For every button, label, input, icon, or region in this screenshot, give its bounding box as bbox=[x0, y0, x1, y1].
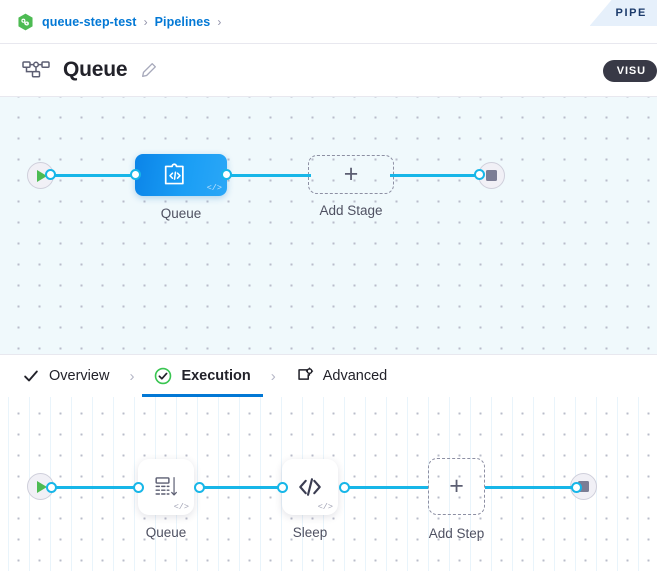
sleep-step-output-port[interactable] bbox=[339, 482, 350, 493]
check-circle-green-icon bbox=[155, 367, 172, 385]
step-node-label: Sleep bbox=[292, 525, 328, 540]
add-step-node[interactable]: + Add Step bbox=[428, 458, 485, 541]
breadcrumb-separator-1: › bbox=[143, 14, 148, 29]
edge-start-to-queue-step bbox=[51, 486, 138, 489]
add-stage-label: Add Stage bbox=[319, 203, 383, 218]
step-node-label: Queue bbox=[145, 525, 187, 540]
sleep-step-input-port[interactable] bbox=[277, 482, 288, 493]
edge-queue-to-addstage bbox=[226, 174, 311, 177]
step-node-sleep[interactable]: </> Sleep bbox=[282, 459, 338, 540]
add-stage-box[interactable]: + bbox=[308, 155, 394, 194]
step-code-badge: </> bbox=[173, 502, 189, 512]
step-code-badge: </> bbox=[317, 502, 333, 512]
breadcrumb-separator-2: › bbox=[217, 14, 222, 29]
tab-overview[interactable]: Overview bbox=[22, 355, 109, 397]
code-icon bbox=[299, 478, 321, 496]
plus-icon: + bbox=[343, 160, 359, 188]
pencil-edit-icon[interactable] bbox=[141, 62, 157, 78]
tab-separator-1: › bbox=[129, 367, 135, 385]
step-graph-canvas[interactable]: </> Queue </> Sleep + Add Step bbox=[0, 397, 657, 571]
queue-step-output-port[interactable] bbox=[194, 482, 205, 493]
visual-button-label: VISU bbox=[616, 65, 646, 77]
visual-yaml-toggle-button[interactable]: VISU bbox=[602, 60, 657, 82]
step-start-output-port[interactable] bbox=[46, 482, 57, 493]
plus-icon: + bbox=[449, 472, 464, 500]
add-stage-node[interactable]: + Add Stage bbox=[308, 155, 394, 218]
edge-addstep-to-end bbox=[485, 486, 575, 489]
breadcrumb-link-pipelines[interactable]: Pipelines bbox=[154, 14, 211, 29]
tab-execution-label: Execution bbox=[181, 368, 251, 384]
queue-icon bbox=[154, 476, 177, 496]
add-step-label: Add Step bbox=[428, 526, 485, 541]
pipeline-graph-icon bbox=[22, 61, 50, 78]
edge-sleep-to-addstep bbox=[343, 486, 428, 489]
stage-node-queue[interactable]: </> Queue bbox=[135, 154, 227, 221]
queue-stage-output-port[interactable] bbox=[221, 169, 232, 180]
add-step-box[interactable]: + bbox=[428, 458, 485, 515]
check-icon bbox=[24, 370, 38, 382]
step-node-body[interactable]: </> bbox=[282, 459, 338, 515]
edge-start-to-queue bbox=[51, 174, 138, 177]
stop-icon bbox=[486, 170, 497, 181]
page-title: Queue bbox=[63, 58, 128, 81]
step-end-input-port[interactable] bbox=[571, 482, 582, 493]
harness-hexagon-logo-icon bbox=[18, 13, 33, 30]
edge-queue-to-sleep-step bbox=[198, 486, 282, 489]
edge-addstage-to-end bbox=[390, 174, 482, 177]
pipeline-studio-tab-label: PIPE bbox=[615, 7, 647, 19]
play-icon bbox=[37, 480, 47, 493]
play-icon bbox=[37, 169, 47, 182]
end-node-input-port[interactable] bbox=[474, 169, 485, 180]
step-node-body[interactable]: </> bbox=[138, 459, 194, 515]
stage-node-label: Queue bbox=[160, 206, 202, 221]
stage-puzzle-code-icon bbox=[164, 163, 184, 185]
step-config-tabs: Overview › Execution › Advanced bbox=[0, 354, 657, 397]
stage-graph-canvas[interactable]: </> Queue + Add Stage bbox=[0, 97, 657, 354]
tab-overview-label: Overview bbox=[49, 368, 110, 384]
stop-icon bbox=[578, 481, 589, 492]
breadcrumb-link-project[interactable]: queue-step-test bbox=[42, 14, 137, 29]
step-node-queue[interactable]: </> Queue bbox=[138, 459, 194, 540]
breadcrumb-bar: queue-step-test › Pipelines › bbox=[0, 0, 657, 44]
tab-advanced-label: Advanced bbox=[322, 368, 388, 384]
tab-separator-2: › bbox=[270, 367, 276, 385]
queue-step-input-port[interactable] bbox=[133, 482, 144, 493]
pipeline-studio-tab[interactable]: PIPE bbox=[589, 0, 657, 26]
stage-node-body[interactable]: </> bbox=[135, 154, 227, 196]
stage-code-badge: </> bbox=[206, 183, 222, 193]
box-gear-icon bbox=[298, 367, 313, 380]
tab-advanced[interactable]: Advanced bbox=[296, 355, 388, 397]
queue-stage-input-port[interactable] bbox=[130, 169, 141, 180]
start-node-output-port[interactable] bbox=[45, 169, 56, 180]
pipeline-title-bar: Queue bbox=[0, 44, 657, 97]
tab-execution[interactable]: Execution bbox=[142, 355, 264, 397]
